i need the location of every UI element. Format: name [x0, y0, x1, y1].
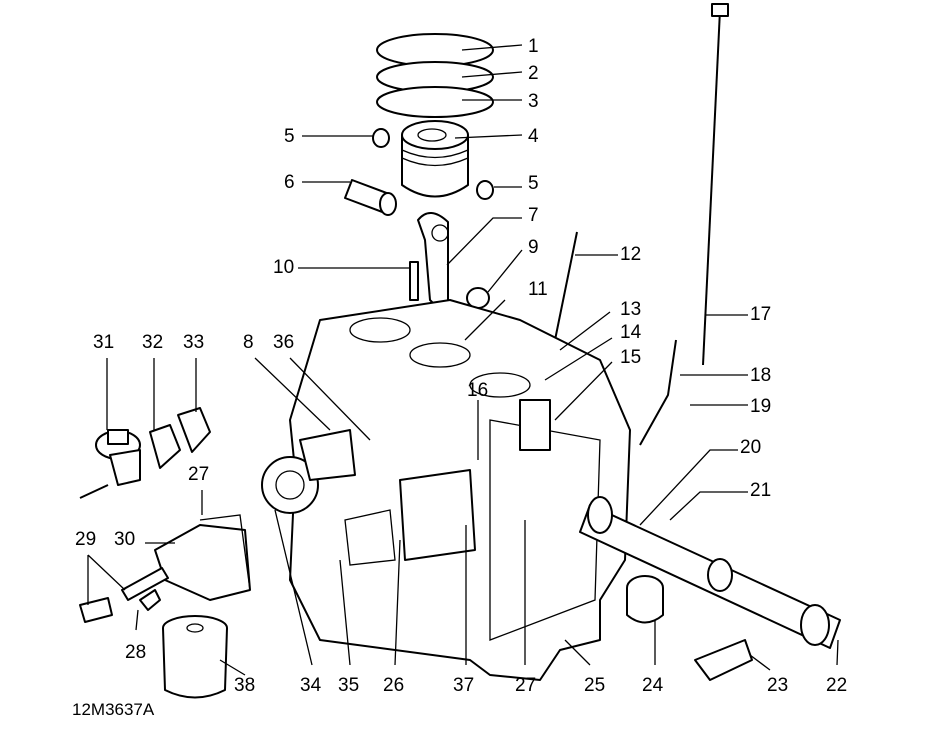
- callout-27-housing: 27: [188, 464, 209, 485]
- callout-labels: 1 2 3 4 5 5 6 7 8 9 10 11 12 13 14 15 16…: [72, 36, 847, 719]
- callout-18: 18: [750, 365, 771, 386]
- sender-28: [139, 589, 161, 611]
- figure-id: 12M3637A: [72, 700, 155, 719]
- callout-8: 8: [243, 332, 254, 353]
- callout-17: 17: [750, 304, 771, 325]
- oil-filter-housing: [154, 514, 251, 601]
- callout-32: 32: [142, 332, 163, 353]
- callout-16: 16: [467, 380, 488, 401]
- oil-pump-cover: [344, 469, 476, 566]
- callout-29: 29: [75, 529, 96, 550]
- callout-26: 26: [383, 675, 404, 696]
- callout-35: 35: [338, 675, 359, 696]
- camshaft-bush: [626, 575, 664, 624]
- gasket-33: [177, 407, 211, 453]
- piston-rings: [376, 33, 494, 118]
- bracket-29: [79, 597, 113, 623]
- pushrod-12: [554, 231, 578, 341]
- callout-2: 2: [528, 63, 539, 84]
- circlip-right: [476, 180, 494, 200]
- callout-6: 6: [284, 172, 295, 193]
- callout-12: 12: [620, 244, 641, 265]
- callout-21: 21: [750, 480, 771, 501]
- callout-37: 37: [453, 675, 474, 696]
- callout-7: 7: [528, 205, 539, 226]
- egr-valve: [79, 429, 141, 499]
- callout-19: 19: [750, 396, 771, 417]
- callout-4: 4: [528, 126, 539, 147]
- callout-33: 33: [183, 332, 204, 353]
- callout-36: 36: [273, 332, 294, 353]
- gasket-32: [149, 424, 181, 469]
- callout-28: 28: [125, 642, 146, 663]
- callout-15: 15: [620, 347, 641, 368]
- callout-3: 3: [528, 91, 539, 112]
- callout-5-left: 5: [284, 126, 295, 147]
- callout-10: 10: [273, 257, 294, 278]
- connecting-rod: [417, 212, 449, 311]
- callout-22: 22: [826, 675, 847, 696]
- oil-pressure-switch: [121, 567, 169, 601]
- callout-1: 1: [528, 36, 539, 57]
- camshaft: [579, 496, 841, 649]
- callout-20: 20: [740, 437, 761, 458]
- dipstick-tube: [639, 339, 677, 446]
- gudgeon-pin: [344, 179, 397, 216]
- circlip-left: [372, 128, 390, 148]
- callout-25: 25: [584, 675, 605, 696]
- vacuum-pump: [261, 429, 356, 514]
- thrust-plate: [694, 639, 753, 681]
- callout-9: 9: [528, 237, 539, 258]
- callout-24: 24: [642, 675, 664, 696]
- callout-27-block: 27: [515, 675, 536, 696]
- rod-bolt: [409, 261, 419, 301]
- callout-34: 34: [300, 675, 322, 696]
- callout-11: 11: [528, 279, 548, 300]
- callout-23: 23: [767, 675, 788, 696]
- oil-filter: [162, 615, 228, 699]
- callout-31: 31: [93, 332, 114, 353]
- piston: [401, 120, 469, 198]
- callout-14: 14: [620, 322, 642, 343]
- leader-lines: [87, 44, 839, 676]
- callout-38: 38: [234, 675, 255, 696]
- dipstick-handle: [711, 3, 729, 17]
- dipstick: [702, 9, 721, 366]
- callout-30: 30: [114, 529, 135, 550]
- callout-5-right: 5: [528, 173, 539, 194]
- callout-13: 13: [620, 299, 641, 320]
